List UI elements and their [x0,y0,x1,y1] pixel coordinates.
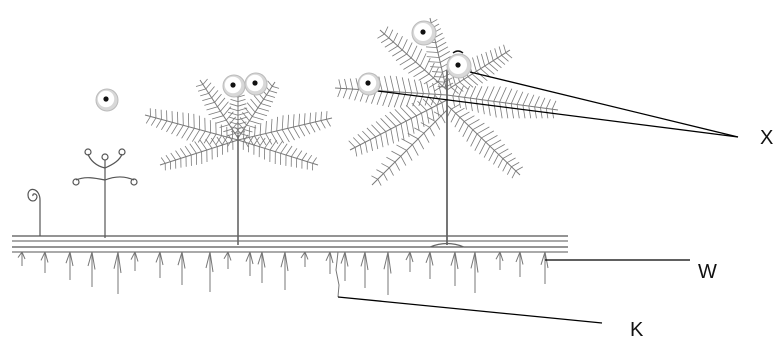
label-w: W [698,262,717,282]
fern-stage-1-fiddlehead [28,189,40,236]
eye-marker-lid [453,51,463,53]
frond [160,135,238,171]
label-lines [338,72,738,323]
x-pointer-line-1 [470,72,738,137]
eye-marker [412,21,436,45]
eye-marker [96,89,118,111]
label-x: X [760,128,773,148]
eye-marker [358,73,380,95]
eye-marker [245,73,267,95]
rhizome [12,236,568,252]
eye-markers [96,21,471,111]
fern-stage-2 [73,149,137,238]
frond [145,108,238,146]
k-pointer-line [338,297,602,323]
label-k: K [630,320,643,340]
frond [447,104,523,178]
frond [349,95,447,157]
roots [18,252,548,297]
frond [238,135,318,171]
eye-marker [447,54,471,78]
frond [371,110,447,186]
eye-marker [223,75,245,97]
x-pointer-line-2 [370,90,738,137]
